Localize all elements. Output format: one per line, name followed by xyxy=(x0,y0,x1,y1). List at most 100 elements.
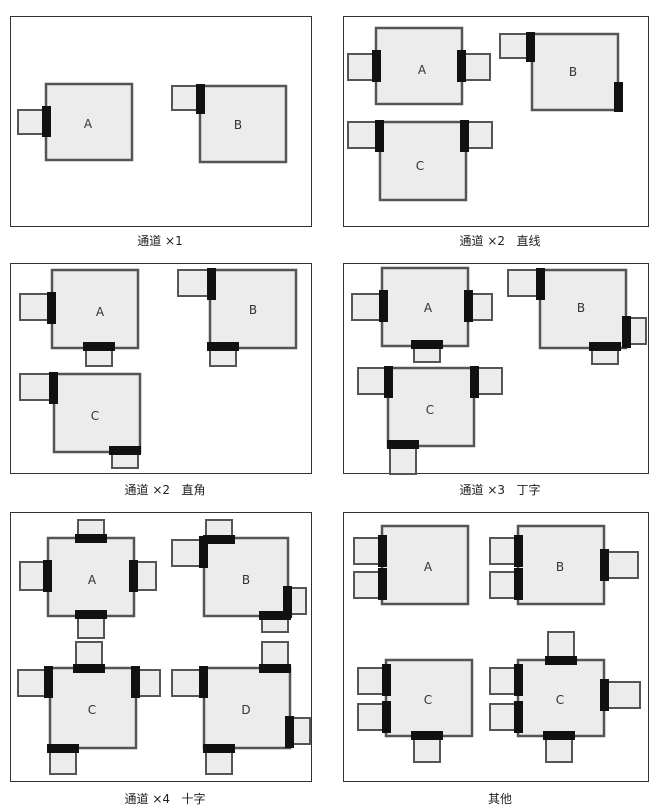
corridor-stub xyxy=(357,703,387,731)
door-bar xyxy=(47,292,56,324)
corridor-stub xyxy=(489,667,519,695)
door-bar xyxy=(375,120,384,152)
caption-panel-6: 其他 xyxy=(487,792,512,806)
corridor-stub xyxy=(489,537,519,565)
corridor-stub xyxy=(351,293,383,321)
door-bar xyxy=(545,656,577,665)
corridor-stub xyxy=(389,445,417,475)
door-bar xyxy=(514,664,523,696)
door-bar xyxy=(203,535,235,544)
corridor-stub xyxy=(19,373,55,401)
door-bar xyxy=(600,549,609,581)
room-c-2 xyxy=(516,658,606,738)
corridor-stub xyxy=(347,53,377,81)
corridor-stub xyxy=(507,269,541,297)
door-bar xyxy=(207,342,239,351)
door-bar xyxy=(379,290,388,322)
room-c xyxy=(386,366,476,448)
room-label-b: B xyxy=(569,65,577,79)
panel-1-diagram: A B xyxy=(17,82,288,164)
caption-panel-4: 通道 ×3 丁字 xyxy=(459,483,541,497)
door-bar xyxy=(464,290,473,322)
corridor-stub xyxy=(547,631,575,661)
door-bar xyxy=(614,82,623,112)
room-label-c: C xyxy=(416,159,424,173)
corridor-stub xyxy=(347,121,381,149)
door-bar xyxy=(536,268,545,300)
room-b xyxy=(198,84,288,164)
door-bar xyxy=(378,568,387,600)
door-bar xyxy=(259,611,291,620)
door-bar xyxy=(47,744,79,753)
room-label-b: B xyxy=(577,301,585,315)
corridor-stub xyxy=(465,121,493,149)
caption-panel-2: 通道 ×2 直线 xyxy=(459,234,541,248)
door-bar xyxy=(129,560,138,592)
door-bar xyxy=(285,716,294,748)
panel-4-diagram: A B C xyxy=(351,266,647,475)
room-label-c: C xyxy=(91,409,99,423)
door-bar xyxy=(283,586,292,618)
corridor-stub xyxy=(603,551,639,579)
door-bar xyxy=(543,731,575,740)
corridor-stub xyxy=(17,109,47,135)
room-b xyxy=(530,32,620,112)
door-bar xyxy=(73,664,105,673)
door-bar xyxy=(514,701,523,733)
door-bar xyxy=(196,84,205,114)
door-bar xyxy=(526,32,535,62)
caption-panel-1: 通道 ×1 xyxy=(137,234,183,248)
door-bar xyxy=(131,666,140,698)
corridor-stub xyxy=(357,667,387,695)
corridor-stub xyxy=(19,293,53,321)
door-bar xyxy=(75,534,107,543)
room-b xyxy=(208,268,298,350)
corridor-stub xyxy=(489,703,519,731)
door-bar xyxy=(83,342,115,351)
corridor-stub xyxy=(603,681,641,709)
door-bar xyxy=(199,536,208,568)
corridor-stub xyxy=(171,669,205,697)
door-bar xyxy=(387,440,419,449)
room-label-b: B xyxy=(242,573,250,587)
door-bar xyxy=(460,120,469,152)
door-bar xyxy=(378,535,387,567)
room-label-b: B xyxy=(249,303,257,317)
door-bar xyxy=(382,664,391,696)
door-bar xyxy=(75,610,107,619)
door-bar xyxy=(600,679,609,711)
door-bar xyxy=(411,731,443,740)
corridor-stub xyxy=(177,269,211,297)
corridor-stub xyxy=(171,85,201,111)
room-label-d: D xyxy=(241,703,250,717)
door-bar xyxy=(43,560,52,592)
room-b xyxy=(202,536,290,618)
room-label-b: B xyxy=(234,118,242,132)
panel-3-diagram: A B C xyxy=(19,268,298,469)
door-bar xyxy=(622,316,631,348)
room-c xyxy=(52,372,142,454)
door-bar xyxy=(44,666,53,698)
door-bar xyxy=(514,568,523,600)
room-label-a: A xyxy=(88,573,97,587)
caption-panel-3: 通道 ×2 直角 xyxy=(124,483,206,497)
corridor-stub xyxy=(353,571,383,599)
room-a xyxy=(44,82,134,162)
door-bar xyxy=(259,664,291,673)
door-bar xyxy=(382,701,391,733)
room-label-a: A xyxy=(424,301,433,315)
room-c xyxy=(384,658,474,738)
room-label-c: C xyxy=(556,693,564,707)
door-bar xyxy=(457,50,466,82)
room-a xyxy=(50,268,140,350)
door-bar xyxy=(109,446,141,455)
room-label-a: A xyxy=(418,63,427,77)
panel-6-diagram: A B C C xyxy=(353,524,641,763)
room-c xyxy=(378,120,468,202)
corridor-stub xyxy=(353,537,383,565)
room-label-c: C xyxy=(426,403,434,417)
room-label-a: A xyxy=(424,560,433,574)
room-a xyxy=(380,266,470,348)
door-bar xyxy=(203,744,235,753)
door-bar xyxy=(384,366,393,398)
